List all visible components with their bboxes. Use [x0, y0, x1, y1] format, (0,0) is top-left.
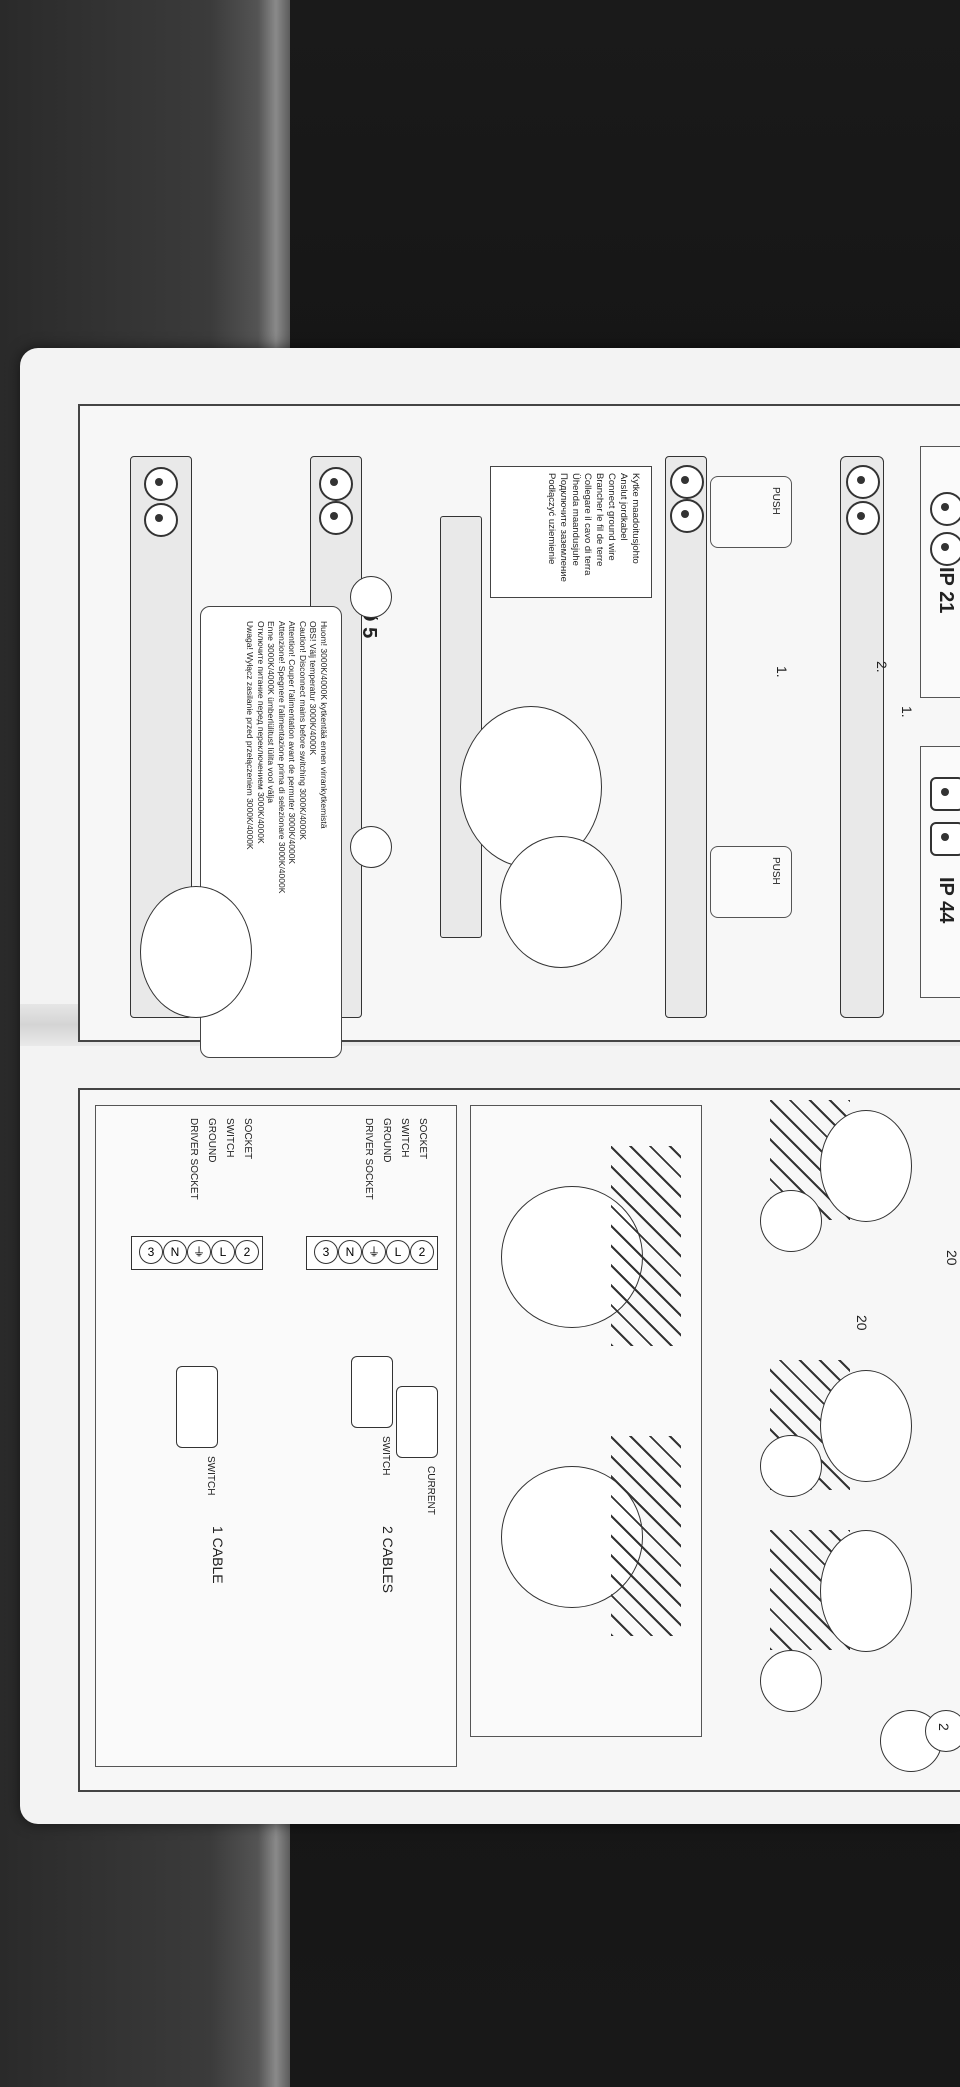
- screw-icon: [350, 826, 392, 868]
- ip21-panel: IP 21: [920, 446, 960, 698]
- screw-icon: [350, 576, 392, 618]
- note-line: Caution! Disconnect mains before switchi…: [298, 621, 308, 840]
- ip44-label: IP 44: [935, 877, 957, 924]
- rail-profile: [440, 516, 482, 938]
- warning-line: Collegare il cavo di terra: [582, 473, 593, 576]
- cable-label: SWITCH: [380, 1436, 391, 1476]
- step-label: 2.: [874, 661, 890, 673]
- rail-illustration: [840, 456, 884, 1018]
- terminal: ⏚: [362, 1240, 386, 1264]
- wire-label: GROUND: [381, 1118, 392, 1163]
- socket-icon: [930, 822, 960, 856]
- wire-label: SWITCH: [224, 1118, 235, 1158]
- socket-icon: [846, 465, 880, 499]
- wire-label: SOCKET: [417, 1118, 428, 1160]
- note-line: Attention! Couper l'alimentation avant d…: [287, 621, 298, 865]
- push-label: PUSH: [770, 487, 781, 515]
- rail-illustration: [665, 456, 707, 1018]
- warning-line: Connect ground wire: [606, 473, 617, 561]
- note-line: Huom! 3000K/4000K kytkentää ennen virran…: [319, 621, 329, 829]
- socket-icon: [319, 467, 353, 501]
- push-label: PUSH: [770, 857, 781, 885]
- note-line: Отключите питание перед переключением 30…: [256, 621, 266, 844]
- note-text: Huom! 3000K/4000K kytkentää ennen virran…: [245, 621, 330, 1041]
- ground-warning-box: Kytke maadoitusjohto Anslut jordkabel Co…: [490, 466, 652, 598]
- warning-line: Podłączyć uziemienie: [546, 473, 557, 565]
- wire-label: SOCKET: [242, 1118, 253, 1160]
- ceiling-dome-illustration: [140, 886, 252, 1018]
- terminal: 3: [314, 1240, 338, 1264]
- two-cables-title: 2 CABLES: [380, 1526, 396, 1593]
- connector-detail-circle: [500, 836, 622, 968]
- terminal: L: [386, 1240, 410, 1264]
- ceiling-hatch: [611, 1436, 681, 1636]
- page-number-badge: 2: [925, 1710, 960, 1752]
- terminal: ⏚: [187, 1240, 211, 1264]
- screw-detail-icon: [760, 1650, 822, 1712]
- cable-label: SWITCH: [205, 1456, 216, 1496]
- switch-note-box: Huom! 3000K/4000K kytkentää ennen virran…: [200, 606, 342, 1058]
- lamp-shade-illustration: [820, 1110, 912, 1222]
- push-detail-box: PUSH: [710, 476, 792, 548]
- cable-label: CURRENT: [425, 1466, 436, 1515]
- warning-line: Ühenda maandusjuhe: [570, 473, 581, 566]
- screw-detail-icon: [760, 1190, 822, 1252]
- page-number: 2: [936, 1723, 952, 1731]
- warning-line: Kytke maadoitusjohto: [630, 473, 641, 564]
- push-detail-box: PUSH: [710, 846, 792, 918]
- socket-icon: [930, 532, 960, 566]
- cable-tube: [351, 1356, 393, 1428]
- warning-line: Brancher le fil de terre: [594, 473, 605, 567]
- ceiling-hatch: [611, 1146, 681, 1346]
- warning-text: Kytke maadoitusjohto Anslut jordkabel Co…: [545, 473, 641, 593]
- terminal: 2: [410, 1240, 434, 1264]
- step-label: 1.: [899, 706, 915, 718]
- warning-line: Подключите заземление: [558, 473, 569, 582]
- wire-label-group: SOCKET SWITCH GROUND DRIVER SOCKET: [359, 1118, 431, 1238]
- note-line: OBS! Välj temperatur 3000K/4000K: [308, 621, 319, 756]
- junction-box-panel: [470, 1105, 702, 1737]
- dimension-label: 20: [944, 1250, 960, 1266]
- warning-line: Anslut jordkabel: [618, 473, 629, 541]
- dimension-label: 20: [854, 1315, 870, 1331]
- wiring-panel: SOCKET SWITCH GROUND DRIVER SOCKET 3 N ⏚…: [95, 1105, 457, 1767]
- wire-label: DRIVER SOCKET: [188, 1118, 199, 1200]
- note-line: Enne 3000K/4000K ümberlülitust lülita vo…: [266, 621, 277, 803]
- socket-icon: [670, 465, 704, 499]
- step-label: 1.: [774, 666, 790, 678]
- wire-label-group: SOCKET SWITCH GROUND DRIVER SOCKET: [184, 1118, 256, 1238]
- terminal: L: [211, 1240, 235, 1264]
- socket-icon: [846, 501, 880, 535]
- note-line: Attenzione! Spegnere l'alimentazione pri…: [277, 621, 287, 894]
- socket-icon: [144, 467, 178, 501]
- ip44-panel: IP 44: [920, 746, 960, 998]
- cable-tube: [396, 1386, 438, 1458]
- bottom-page-frame: 20 20 2 SOCKET SWITCH GROUND DRIVER SOCK…: [78, 1088, 960, 1792]
- screw-detail-icon: [760, 1435, 822, 1497]
- socket-icon: [144, 503, 178, 537]
- terminal: 3: [139, 1240, 163, 1264]
- terminal: N: [338, 1240, 362, 1264]
- lamp-shade-illustration: [820, 1370, 912, 1482]
- socket-icon: [930, 492, 960, 526]
- cable-tube: [176, 1366, 218, 1448]
- socket-icon: [319, 501, 353, 535]
- wire-label: SWITCH: [399, 1118, 410, 1158]
- one-cable-title: 1 CABLE: [210, 1526, 226, 1584]
- socket-icon: [930, 777, 960, 811]
- wire-label: DRIVER SOCKET: [363, 1118, 374, 1200]
- instruction-sheet: IP 21 IP 44 1. 2. 1. PUSH PUSH Kytk: [20, 348, 960, 1824]
- terminal: 2: [235, 1240, 259, 1264]
- terminal: N: [163, 1240, 187, 1264]
- lamp-shade-illustration: [820, 1530, 912, 1652]
- top-page-frame: IP 21 IP 44 1. 2. 1. PUSH PUSH Kytk: [78, 404, 960, 1058]
- ip21-label: IP 21: [935, 567, 957, 614]
- socket-icon: [670, 499, 704, 533]
- wire-label: GROUND: [206, 1118, 217, 1163]
